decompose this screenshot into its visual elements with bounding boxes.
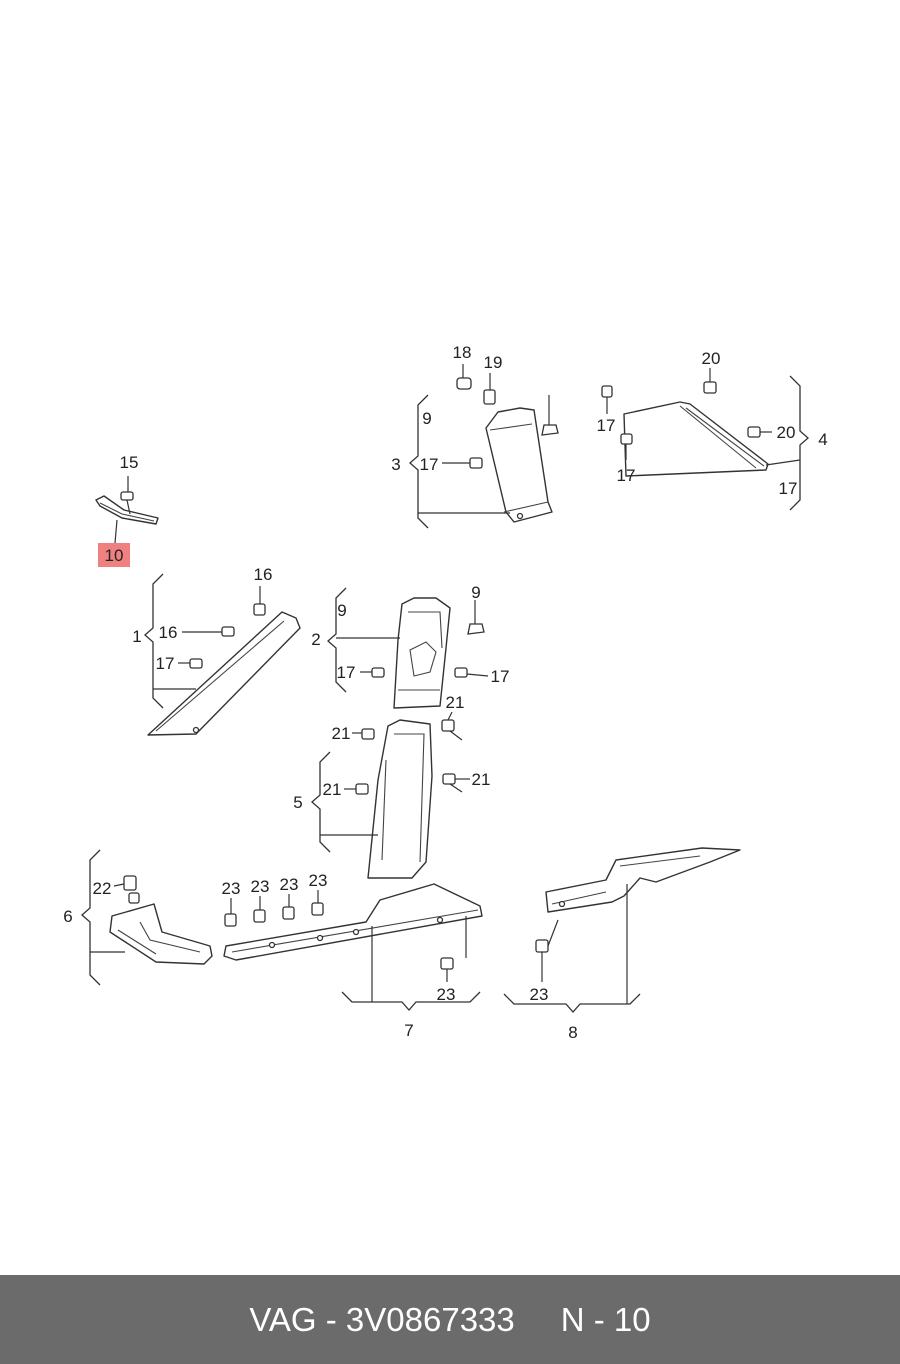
clip-17-b-left [360,667,385,678]
callout-3: 3 [391,455,400,474]
callout-labels: 10 15 1 16 16 17 2 9 9 17 17 3 9 17 18 1… [63,343,827,1042]
callout-19: 19 [484,353,503,372]
clip-23-sill-bottom [440,916,467,982]
callout-23-2: 23 [251,877,270,896]
clip-17-c [442,457,483,469]
part-5-b-pillar-lower-trim [367,719,433,879]
clip-20-right [747,426,772,438]
callout-2: 2 [311,630,320,649]
part-4-d-pillar-trim [623,401,769,477]
callout-17-d-top: 17 [597,416,616,435]
callout-1: 1 [132,627,141,646]
callout-7: 7 [404,1021,413,1040]
callout-15: 15 [120,453,139,472]
callout-16-mid: 16 [159,623,178,642]
clip-16-top [253,586,266,616]
callout-9-b: 9 [337,601,346,620]
callout-21-left-mid: 21 [323,780,342,799]
part-reference: VAG - 3V0867333 [249,1300,515,1338]
callout-21-right-top: 21 [446,693,465,712]
part-10-trim-strip [95,495,159,525]
exploded-view-drawing: 10 15 1 16 16 17 2 9 9 17 17 3 9 17 18 1… [63,343,827,1042]
callout-22: 22 [93,879,112,898]
part-8-rear-sill-trim [545,847,741,913]
clip-23-rear [535,919,559,982]
callout-23-sill: 23 [437,985,456,1004]
callout-23-rear: 23 [530,985,549,1004]
part-number-footer: VAG - 3V0867333 N - 10 [0,1275,900,1364]
callout-23-1: 23 [222,879,241,898]
callout-17-c: 17 [420,455,439,474]
clip-16-mid [182,626,235,637]
parts-diagram: 10 15 1 16 16 17 2 9 9 17 17 3 9 17 18 1… [63,343,827,1042]
callout-23-4: 23 [309,871,328,890]
clip-17-b-right [454,667,489,678]
callout-17-d-right: 17 [779,479,798,498]
clip-19 [483,373,496,405]
clip-17-left [178,658,203,669]
callout-18: 18 [453,343,472,362]
callout-9-b-pin: 9 [471,583,480,602]
pin-9-b-pillar [467,600,485,635]
callout-20-right: 20 [777,423,796,442]
screw-18 [456,364,472,390]
part-1-a-pillar-trim [147,611,301,736]
part-2-b-pillar-upper-trim [393,597,451,709]
screw-15 [120,476,134,515]
pin-9-c-pillar [541,395,559,436]
callout-20-top: 20 [702,349,721,368]
callout-6: 6 [63,907,72,926]
clip-22 [113,875,140,904]
callout-21-left-top: 21 [332,724,351,743]
clip-17-d-top [601,385,613,414]
callout-16-top: 16 [254,565,273,584]
clip-21-right-top [441,711,463,741]
diagram-position: N - 10 [560,1300,651,1338]
callout-8: 8 [568,1023,577,1042]
callout-17-d-bottom: 17 [617,466,636,485]
callout-10: 10 [105,546,124,565]
clip-21-left-mid [344,783,369,795]
part-7-sill-trim [223,883,483,961]
part-6-kick-panel [109,903,213,965]
clip-21-right-mid [442,773,470,793]
callout-17-b-right: 17 [491,667,510,686]
callout-9-c: 9 [422,409,431,428]
clip-21-left-top [352,728,375,740]
callout-17-a-pillar: 17 [156,654,175,673]
callout-17-b-left: 17 [337,663,356,682]
highlight-badge-10 [98,543,130,567]
callout-4: 4 [818,430,827,449]
clips-23-row [224,890,324,927]
part-3-c-pillar-trim [485,407,553,523]
callout-23-3: 23 [280,875,299,894]
callout-5: 5 [293,793,302,812]
callout-21-right-mid: 21 [472,770,491,789]
clip-17-d-bottom [620,433,633,460]
clip-20-top [703,368,717,394]
